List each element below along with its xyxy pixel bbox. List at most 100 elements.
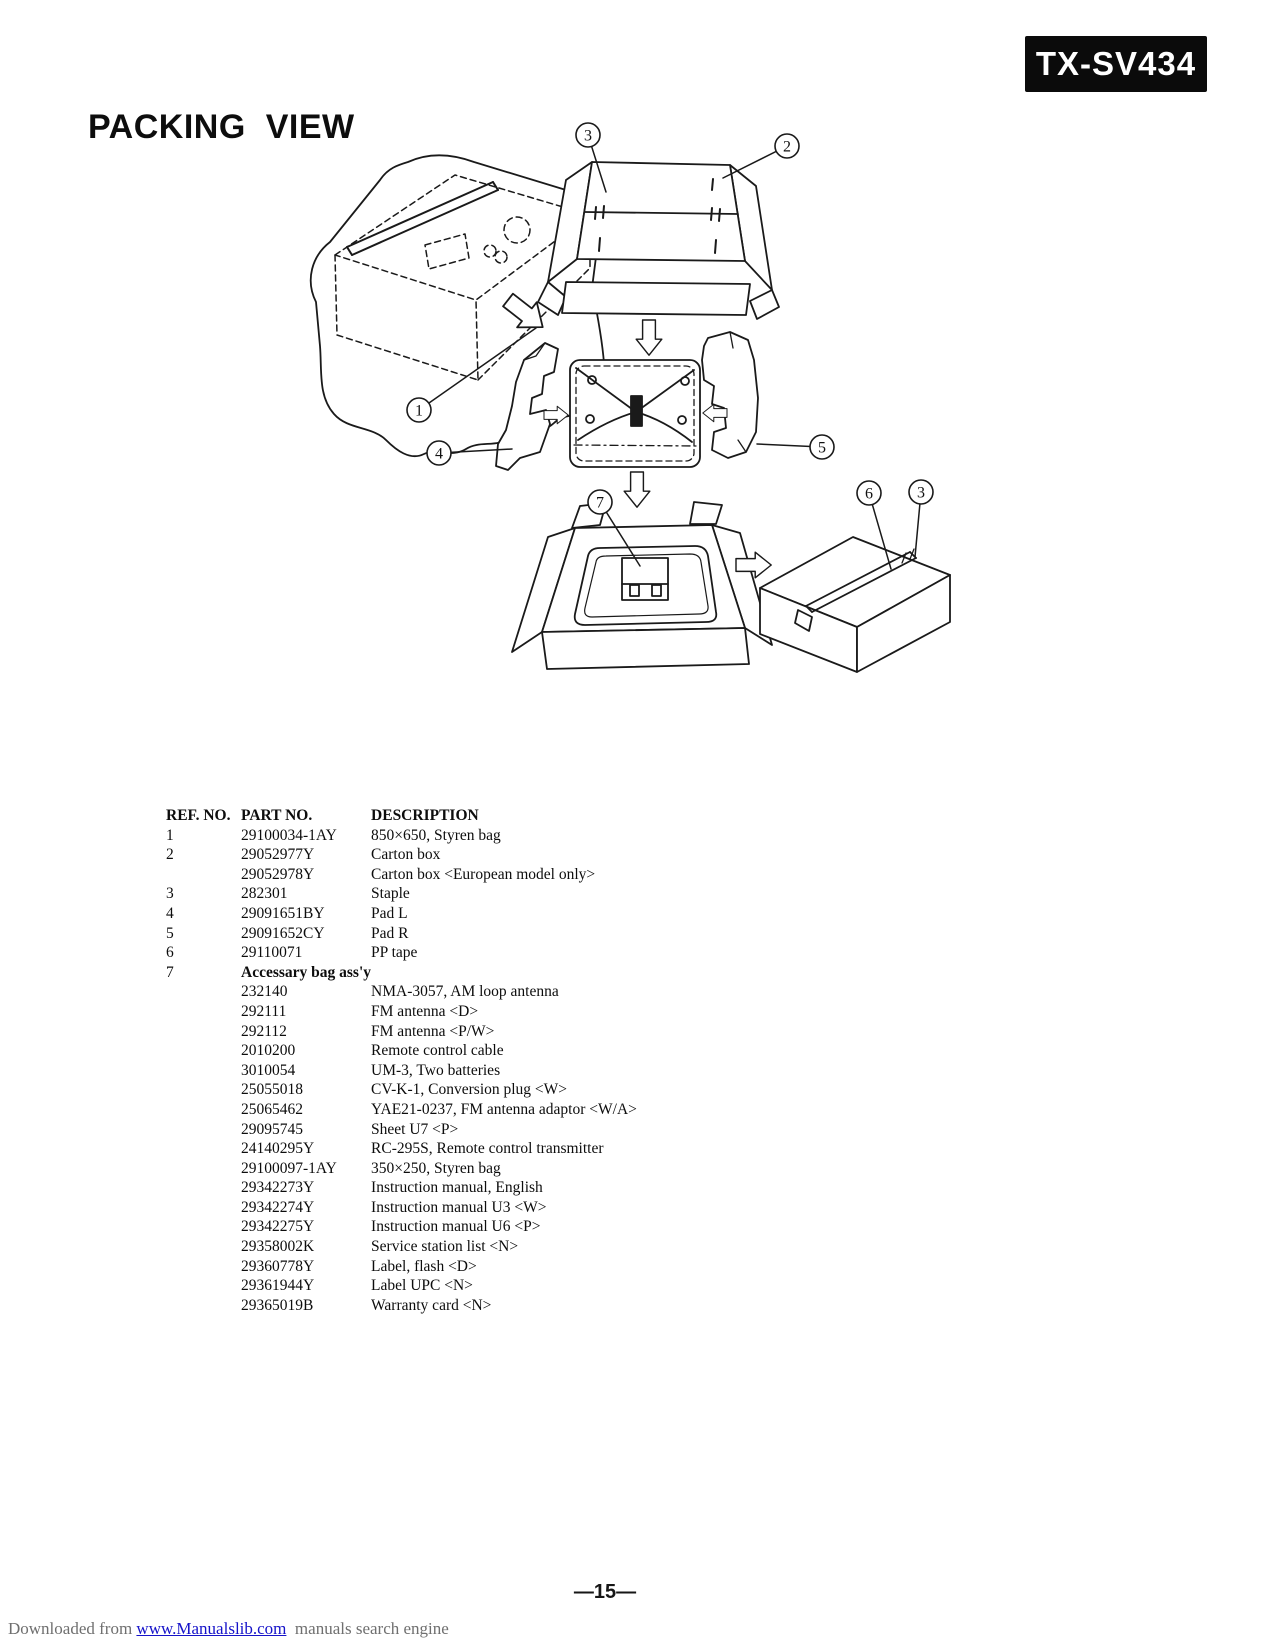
table-row: 29358002K Service station list <N>	[166, 1237, 791, 1257]
description-cell: CV-K-1, Conversion plug <W>	[371, 1081, 568, 1099]
ref-no-cell	[166, 1100, 241, 1120]
part-no-cell: 29052978Y	[241, 865, 315, 883]
part-no-cell: 29110071	[241, 944, 303, 962]
description-cell: Warranty card <N>	[371, 1296, 492, 1314]
description-cell: NMA-3057, AM loop antenna	[371, 983, 559, 1001]
table-row: 29095745 Sheet U7 <P>	[166, 1120, 791, 1140]
table-row: 29361944Y Label UPC <N>	[166, 1276, 791, 1296]
table-row: 292112 FM antenna <P/W>	[166, 1022, 791, 1042]
callout-circle-3	[575, 122, 601, 148]
part-no-cell: 292111	[241, 1002, 287, 1020]
ref-no-cell	[166, 1198, 241, 1218]
table-row: 4 29091651BY Pad L	[166, 904, 791, 924]
ref-no-cell: 2	[166, 846, 174, 864]
ref-no-cell	[166, 1120, 241, 1140]
part-no-cell: 29365019B	[241, 1296, 314, 1314]
description-cell: 850×650, Styren bag	[371, 826, 501, 844]
ref-no-cell	[166, 1159, 241, 1179]
table-row: 29342274Y Instruction manual U3 <W>	[166, 1198, 791, 1218]
part-no-cell: 25065462	[241, 1100, 303, 1118]
footer: Downloaded from www.Manualslib.com manua…	[8, 1619, 449, 1639]
svg-text:2: 2	[783, 139, 791, 156]
table-row: 29052978Y Carton box <European model onl…	[166, 865, 791, 885]
parts-table: REF. NO. PART NO. DESCRIPTION 1 29100034…	[166, 806, 791, 1315]
part-no-cell: 232140	[241, 983, 288, 1001]
part-no-cell: 29100034-1AY	[241, 826, 337, 844]
parts-table-body: 1 29100034-1AY 850×650, Styren bag 2 290…	[166, 826, 791, 1316]
ref-no-cell	[166, 982, 241, 1002]
part-no-cell: 29091652CY	[241, 924, 325, 942]
ref-no-cell	[166, 1257, 241, 1277]
ref-no-cell: 3	[166, 885, 174, 903]
ref-no-cell	[166, 1296, 241, 1316]
part-no-cell: 25055018	[241, 1081, 303, 1099]
description-cell: Label UPC <N>	[371, 1277, 473, 1295]
description-cell: Staple	[371, 885, 410, 903]
table-row: 2010200 Remote control cable	[166, 1041, 791, 1061]
description-cell: Remote control cable	[371, 1042, 504, 1060]
part-no-cell: 29342275Y	[241, 1218, 315, 1236]
table-row: 2 29052977Y Carton box	[166, 845, 791, 865]
part-no-cell: 282301	[241, 885, 288, 903]
part-no-cell: 29091651BY	[241, 904, 325, 922]
description-cell: UM-3, Two batteries	[371, 1061, 501, 1079]
description-cell: Carton box <European model only>	[371, 865, 596, 883]
callout-circle-3	[908, 479, 934, 505]
ref-no-cell	[166, 1139, 241, 1159]
table-row: 29365019B Warranty card <N>	[166, 1296, 791, 1316]
table-row: 24140295Y RC-295S, Remote control transm…	[166, 1139, 791, 1159]
part-no-cell: 29342274Y	[241, 1198, 315, 1216]
ref-no-cell	[166, 1217, 241, 1237]
description-cell: FM antenna <P/W>	[371, 1022, 495, 1040]
table-row: 7 Accessary bag ass'y	[166, 963, 791, 983]
ref-no-cell	[166, 1237, 241, 1257]
part-no-cell: Accessary bag ass'y	[241, 963, 372, 981]
table-row: 29100097-1AY 350×250, Styren bag	[166, 1159, 791, 1179]
description-cell: Sheet U7 <P>	[371, 1120, 459, 1138]
table-row: 1 29100034-1AY 850×650, Styren bag	[166, 826, 791, 846]
model-badge: TX-SV434	[1025, 36, 1207, 92]
pads-and-chassis-art	[495, 331, 759, 471]
ref-no-cell: 4	[166, 904, 174, 922]
description-cell: PP tape	[371, 944, 418, 962]
callout-circle-4	[426, 440, 452, 466]
manualslib-link[interactable]: www.Manualslib.com	[136, 1619, 287, 1638]
flow-arrows	[502, 292, 772, 579]
part-no-cell: 29095745	[241, 1120, 303, 1138]
ref-no-cell	[166, 1022, 241, 1042]
description-cell: 350×250, Styren bag	[371, 1159, 501, 1177]
description-cell	[371, 963, 791, 983]
ref-no-cell: 6	[166, 944, 174, 962]
page-number: —15—	[573, 1581, 637, 1603]
table-row: 29360778Y Label, flash <D>	[166, 1257, 791, 1277]
svg-text:4: 4	[435, 446, 443, 463]
ref-no-cell	[166, 1002, 241, 1022]
description-cell: Instruction manual U6 <P>	[371, 1218, 541, 1236]
table-row: 3 282301 Staple	[166, 884, 791, 904]
bottom-open-box-art	[511, 501, 773, 670]
ref-no-cell	[166, 1061, 241, 1081]
ref-no-cell	[166, 1276, 241, 1296]
svg-text:5: 5	[818, 440, 826, 457]
table-row: 25055018 CV-K-1, Conversion plug <W>	[166, 1080, 791, 1100]
callout-circle-5	[809, 434, 835, 460]
callout-circle-2	[774, 133, 800, 159]
table-row: 25065462 YAE21-0237, FM antenna adaptor …	[166, 1100, 791, 1120]
svg-text:6: 6	[865, 486, 873, 503]
table-row: 29342275Y Instruction manual U6 <P>	[166, 1217, 791, 1237]
table-row: 6 29110071 PP tape	[166, 943, 791, 963]
part-no-cell: 29358002K	[241, 1238, 315, 1256]
callout-circle-7	[587, 489, 613, 515]
table-row: 29342273Y Instruction manual, English	[166, 1178, 791, 1198]
table-row: 232140 NMA-3057, AM loop antenna	[166, 982, 791, 1002]
description-cell: Pad R	[371, 924, 409, 942]
part-no-cell: 2010200	[241, 1042, 296, 1060]
description-cell: RC-295S, Remote control transmitter	[371, 1140, 604, 1158]
table-row: 3010054 UM-3, Two batteries	[166, 1061, 791, 1081]
footer-suffix: manuals search engine	[286, 1619, 449, 1638]
description-cell: Carton box	[371, 846, 441, 864]
ref-no-cell	[166, 865, 241, 885]
open-carton-art	[537, 161, 780, 320]
